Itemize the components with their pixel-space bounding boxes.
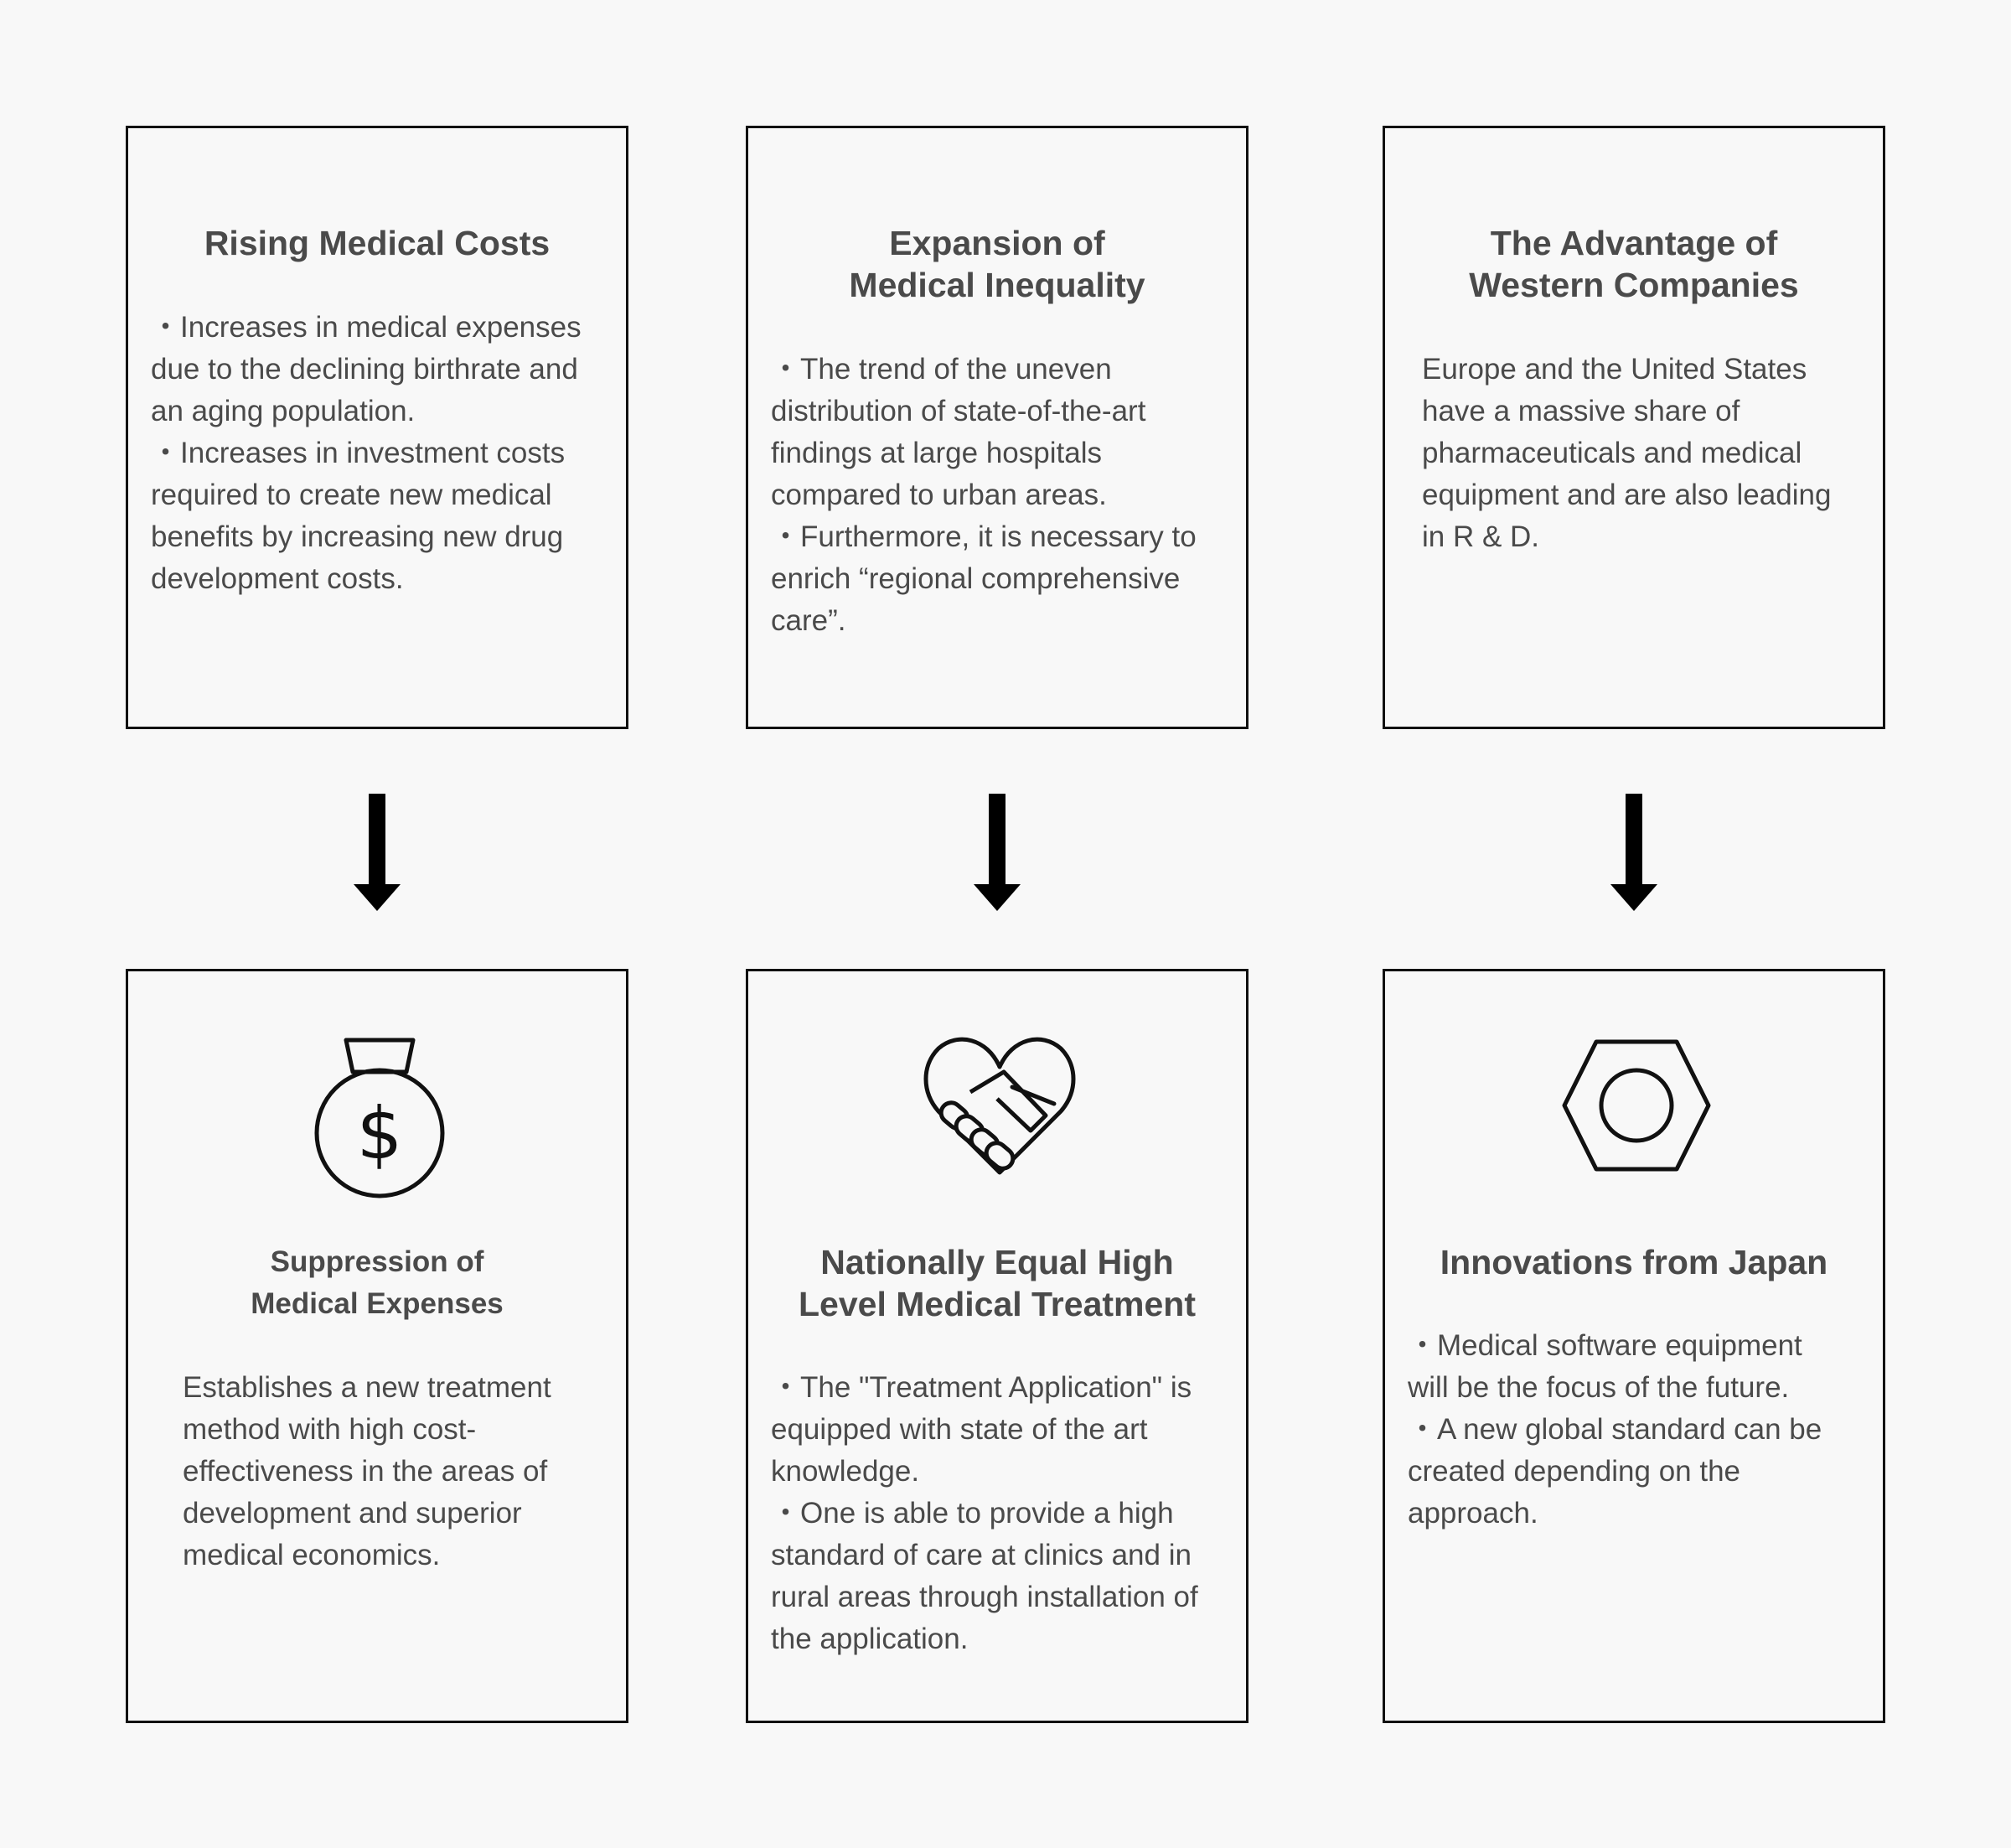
svg-text:$: $ xyxy=(357,1092,403,1176)
hex-nut-icon xyxy=(1562,1039,1711,1172)
western-companies-box: The Advantage of Western Companies Europ… xyxy=(1383,126,1885,729)
box-title: Innovations from Japan xyxy=(1440,1243,1828,1281)
equal-treatment-box: Nationally Equal High Level Medical Trea… xyxy=(746,969,1248,1723)
box-body: ・Medical software equipment will be the … xyxy=(1408,1329,1822,1530)
heart-handshake-icon xyxy=(923,1037,1076,1175)
rising-medical-costs-box: Rising Medical Costs ・Increases in medic… xyxy=(126,126,628,729)
suppression-expenses-box: $ Suppression of Medical Expenses Establ… xyxy=(126,969,628,1723)
box-body: ・The trend of the uneven distribution of… xyxy=(771,353,1197,637)
box-body: ・The "Treatment Application" is equipped… xyxy=(771,1371,1198,1655)
box-body: Europe and the United States have a mass… xyxy=(1422,353,1832,553)
down-arrow-icon xyxy=(354,794,401,911)
down-arrow-icon xyxy=(974,794,1021,911)
box-title: Nationally Equal High Level Medical Trea… xyxy=(799,1243,1196,1323)
box-title: Expansion of Medical Inequality xyxy=(849,224,1145,304)
down-arrow-icon xyxy=(1610,794,1657,911)
box-title: Rising Medical Costs xyxy=(204,224,551,262)
box-body: ・Increases in medical expenses due to th… xyxy=(151,311,582,595)
box-body: Establishes a new treatment method with … xyxy=(183,1371,551,1571)
medical-inequality-box: Expansion of Medical Inequality ・The tre… xyxy=(746,126,1248,729)
money-bag-icon: $ xyxy=(314,1038,445,1198)
box-title: Suppression of Medical Expenses xyxy=(251,1245,504,1320)
box-title: The Advantage of Western Companies xyxy=(1469,224,1799,304)
innovations-japan-box: Innovations from Japan ・Medical software… xyxy=(1383,969,1885,1723)
